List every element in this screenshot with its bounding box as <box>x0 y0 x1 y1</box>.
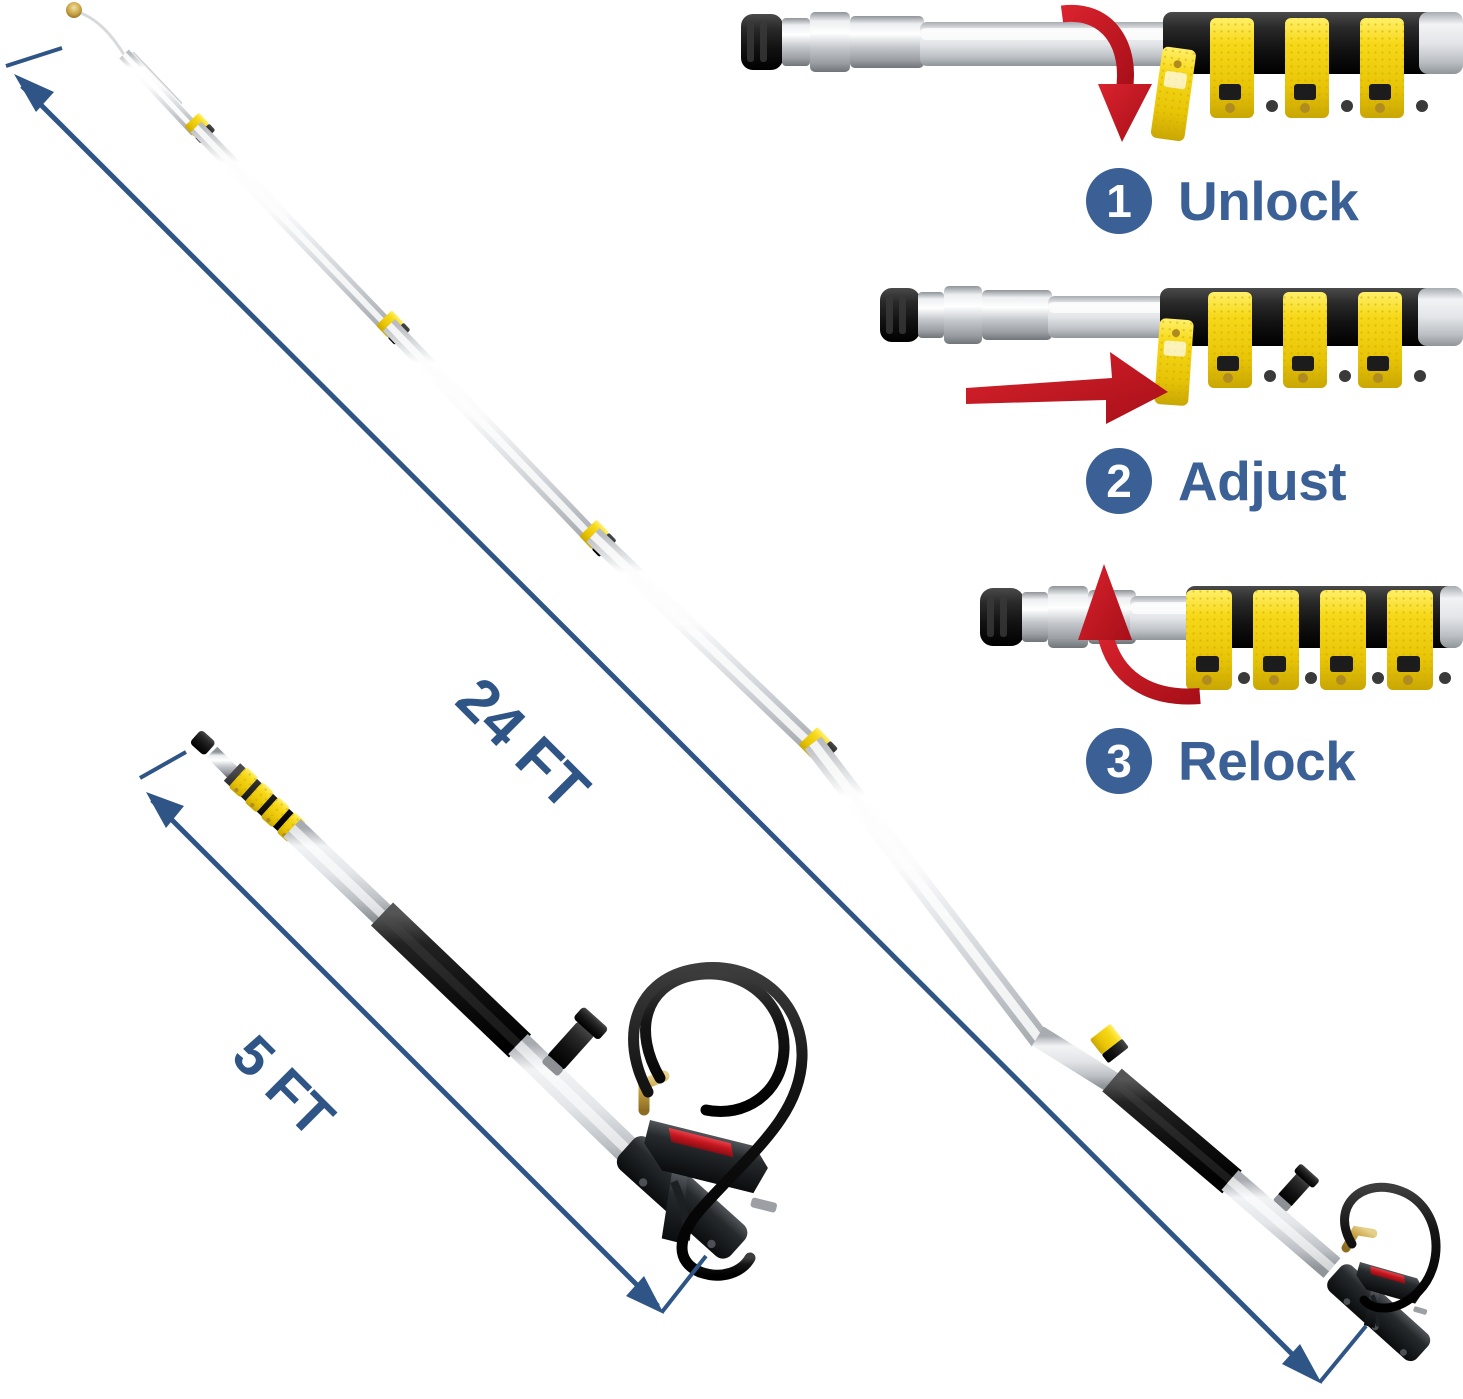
clamp-lever-locked <box>1210 18 1254 118</box>
chrome-hex-fitting <box>782 12 924 72</box>
clamp-cluster <box>1150 12 1463 142</box>
black-end-cap <box>880 288 920 342</box>
step-3-label: Relock <box>1178 730 1356 792</box>
black-foam-grip <box>1102 1068 1242 1194</box>
step-2-number-badge: 2 <box>1086 448 1152 514</box>
step-1-wand-closeup <box>741 4 1463 142</box>
chrome-hex-fitting <box>918 286 1052 344</box>
step-3-number-badge: 3 <box>1086 728 1152 794</box>
step-2-label: Adjust <box>1178 450 1347 512</box>
clamp-lever-locked <box>1360 18 1404 118</box>
arrow-adjust-icon <box>966 352 1168 424</box>
clamp-lever-open <box>1150 46 1196 142</box>
dimension-line-5ft <box>139 750 708 1314</box>
clamp-cluster <box>223 763 306 842</box>
clamp-lever-locked <box>1387 590 1433 690</box>
step-1: 1 Unlock <box>1086 168 1359 234</box>
clamp-lever-locked <box>1253 590 1299 690</box>
brass-nozzle-tip <box>66 2 82 18</box>
clamp-lever-locked <box>1186 590 1232 690</box>
clamp-lever-open <box>1154 318 1194 406</box>
gun-red-accent <box>668 1127 734 1158</box>
yellow-locking-collar <box>1090 1024 1129 1063</box>
step-2-wand-closeup <box>880 286 1463 424</box>
clamp-lever-locked <box>1358 292 1402 388</box>
hose-clip <box>542 1007 608 1076</box>
black-foam-grip <box>370 902 532 1058</box>
arrow-relock-icon <box>1078 564 1201 705</box>
step-3-wand-closeup <box>980 564 1463 705</box>
step-1-number-badge: 1 <box>1086 168 1152 234</box>
black-end-cap <box>190 730 215 755</box>
high-pressure-hose <box>1340 1182 1441 1313</box>
gun-red-accent <box>1370 1266 1406 1285</box>
step-1-label: Unlock <box>1178 170 1359 232</box>
dimension-line-24ft <box>5 46 1368 1384</box>
high-pressure-hose <box>628 962 808 1281</box>
black-end-cap <box>741 14 783 70</box>
clamp-lever-locked <box>1320 590 1366 690</box>
clamp-lever-locked <box>1283 292 1327 388</box>
clamp-cluster <box>1154 288 1463 406</box>
clamp-cluster <box>1186 586 1463 690</box>
step-2: 2 Adjust <box>1086 448 1347 514</box>
clamp-lever-locked <box>1285 18 1329 118</box>
black-end-cap <box>980 588 1024 646</box>
extended-wand-24ft <box>66 2 1441 1362</box>
arrow-unlock-icon <box>1060 4 1152 142</box>
hose-clip <box>1273 1164 1319 1212</box>
step-3: 3 Relock <box>1086 728 1356 794</box>
collapsed-wand-5ft <box>190 730 808 1281</box>
clamp-lever-locked <box>1208 292 1252 388</box>
